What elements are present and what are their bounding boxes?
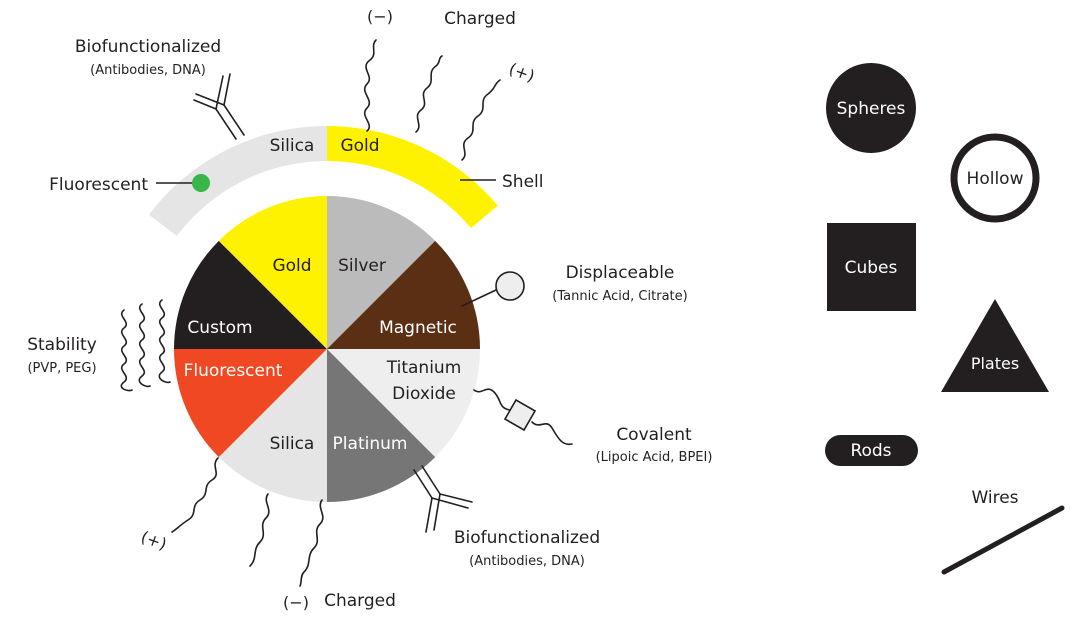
hollow-shape-icon — [950, 133, 1040, 223]
covalent-title: Covalent — [616, 425, 692, 445]
displaceable-ball-icon — [495, 271, 525, 301]
wheel-label-titanium: Titanium — [386, 358, 462, 378]
wheel-label-magnetic: Magnetic — [379, 318, 457, 338]
charge-plus-top: (+) — [506, 59, 537, 86]
wheel-label-silver: Silver — [338, 256, 386, 276]
rods-label: Rods — [850, 441, 891, 461]
shell-gold-band — [327, 126, 498, 229]
rod-shape-icon — [825, 435, 918, 466]
covalent-box-icon — [503, 398, 537, 432]
wheel-segment-platinum — [327, 349, 436, 502]
covalent-chain-left — [473, 388, 511, 411]
wires-label: Wires — [971, 488, 1018, 508]
shell-label: Shell — [502, 172, 543, 192]
shell-arc: Silica Gold Shell Fluorescent — [49, 126, 543, 236]
covalent-chain-right — [531, 421, 573, 446]
spheres-label: Spheres — [837, 99, 906, 119]
stability-polymer-3-icon — [158, 299, 171, 384]
charged-bottom-squiggle-3-icon — [299, 499, 324, 587]
wheel-label-gold: Gold — [272, 256, 311, 276]
charge-minus-top: (−) — [367, 7, 393, 26]
wheel-label-custom: Custom — [187, 318, 252, 338]
displaceable-sub: (Tannic Acid, Citrate) — [552, 289, 687, 304]
displaceable-stick — [461, 289, 497, 307]
stability-title: Stability — [27, 335, 97, 355]
plates-label: Plates — [971, 354, 1019, 373]
stability-sub: (PVP, PEG) — [27, 361, 96, 376]
wheel-segment-silver — [327, 196, 436, 349]
sphere-shape-icon — [826, 63, 916, 153]
bio-top-title: Biofunctionalized — [75, 37, 221, 57]
cube-shape-icon — [827, 223, 916, 311]
wheel-segment-magnetic — [327, 240, 480, 349]
charged-bottom-squiggle-2-icon — [249, 493, 270, 567]
wire-shape-icon — [941, 505, 1065, 575]
charge-minus-bottom: (−) — [283, 593, 309, 612]
antibody-bottom-icon — [413, 465, 473, 533]
covalent-sub: (Lipoic Acid, BPEI) — [596, 450, 713, 465]
bio-bottom-sub: (Antibodies, DNA) — [469, 554, 585, 569]
wheel-label-fluorescent: Fluorescent — [184, 361, 283, 381]
fluorescent-shell-label: Fluorescent — [49, 175, 148, 195]
wheel-segment-titanium — [327, 349, 480, 458]
charged-bottom-title: Charged — [324, 591, 396, 611]
wheel-segment-custom — [174, 240, 327, 349]
cubes-label: Cubes — [845, 258, 898, 278]
charged-top-title: Charged — [444, 9, 516, 29]
stability-polymer-1-icon — [120, 309, 133, 392]
charged-top-squiggle-1-icon — [363, 39, 377, 132]
hollow-label: Hollow — [967, 169, 1024, 189]
shell-silica-band — [148, 126, 327, 236]
charge-plus-bottom: (+) — [138, 527, 169, 554]
antibody-top-icon — [193, 73, 245, 140]
surface-ligands — [120, 39, 573, 587]
surface-labels: Biofunctionalized (Antibodies, DNA) (−) … — [27, 7, 712, 612]
plate-shape-icon — [941, 299, 1049, 392]
charged-bottom-squiggle-1-icon — [171, 457, 219, 533]
stability-polymer-2-icon — [138, 303, 151, 388]
fluorescent-dot — [192, 174, 210, 192]
shapes-panel: Spheres Hollow Cubes Plates Rods Wires — [825, 63, 1065, 575]
bio-bottom-title: Biofunctionalized — [454, 528, 600, 548]
wheel-label-silica: Silica — [270, 434, 315, 454]
shell-silica-label: Silica — [270, 136, 315, 156]
charged-top-squiggle-2-icon — [415, 55, 443, 133]
bio-top-sub: (Antibodies, DNA) — [90, 63, 206, 78]
wheel-segment-fluorescent — [174, 349, 327, 458]
displaceable-title: Displaceable — [566, 263, 675, 283]
wheel-label-platinum: Platinum — [333, 434, 408, 454]
shell-gold-label: Gold — [340, 136, 379, 156]
wheel-segment-gold — [218, 196, 327, 349]
wheel-label-dioxide: Dioxide — [392, 384, 456, 404]
wheel-segment-silica — [218, 349, 327, 502]
charged-top-squiggle-3-icon — [461, 79, 501, 161]
